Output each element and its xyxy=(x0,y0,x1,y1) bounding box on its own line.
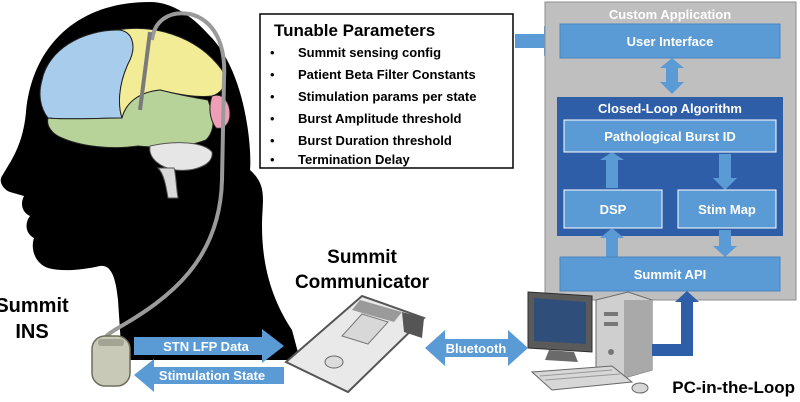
param-bullet: • xyxy=(270,111,275,126)
dsp-label: DSP xyxy=(600,202,627,217)
param-item: Burst Amplitude threshold xyxy=(298,111,462,126)
stn-lfp-data-label: STN LFP Data xyxy=(163,339,249,354)
stim-map-to-api-arrow xyxy=(713,230,737,257)
temporal-lobe xyxy=(47,89,214,149)
burst-id-label: Pathological Burst ID xyxy=(604,129,735,144)
param-bullet: • xyxy=(270,89,275,104)
pc-computer-icon xyxy=(527,291,653,394)
burst-to-stim-map-arrow xyxy=(713,154,737,190)
api-to-dsp-arrow xyxy=(600,228,624,257)
summit-ins-header xyxy=(98,339,124,346)
summit-api-label: Summit API xyxy=(634,267,706,282)
summit-api-box xyxy=(559,256,781,292)
tunable-parameters-box: Tunable Parameters • Summit sensing conf… xyxy=(259,13,514,169)
param-item: Patient Beta Filter Constants xyxy=(298,67,476,82)
param-bullet: • xyxy=(270,45,275,60)
head-illustration xyxy=(0,2,301,387)
stim-map-box xyxy=(677,189,777,229)
tunable-parameters-list: • Summit sensing config • Patient Beta F… xyxy=(270,45,476,167)
tunable-parameters-title: Tunable Parameters xyxy=(274,21,435,40)
communicator-label-line2: Communicator xyxy=(295,272,430,293)
user-interface-box xyxy=(559,23,781,59)
communicator-label-line1: Summit xyxy=(327,247,397,268)
param-item: Stimulation params per state xyxy=(298,89,476,104)
communicator-device xyxy=(284,294,426,394)
bluetooth-double-arrow xyxy=(425,330,528,366)
dbs-electrode xyxy=(138,31,152,111)
stimulation-state-arrow xyxy=(134,359,284,392)
stimulation-state-label: Stimulation State xyxy=(159,368,265,383)
summit-ins-device xyxy=(91,335,131,387)
dbs-lead-wire xyxy=(98,11,227,351)
param-bullet: • xyxy=(270,152,275,167)
pc-in-the-loop-label: PC-in-the-Loop xyxy=(672,378,795,397)
param-item: Summit sensing config xyxy=(298,45,441,60)
bluetooth-label: Bluetooth xyxy=(446,341,507,356)
user-interface-label: User Interface xyxy=(627,34,714,49)
custom-application-title: Custom Application xyxy=(609,7,731,22)
pc-to-api-arrow xyxy=(652,291,699,356)
summit-ins-label-line2: INS xyxy=(15,321,48,343)
param-bullet: • xyxy=(270,133,275,148)
closed-loop-algorithm-title: Closed-Loop Algorithm xyxy=(598,101,742,116)
ui-algorithm-double-arrow xyxy=(660,58,684,94)
param-bullet: • xyxy=(270,67,275,82)
param-item: Termination Delay xyxy=(298,152,411,167)
cerebellum xyxy=(149,142,213,171)
dsp-to-burst-arrow xyxy=(600,152,624,188)
burst-id-box xyxy=(563,119,777,153)
stim-map-label: Stim Map xyxy=(698,202,756,217)
param-item: Burst Duration threshold xyxy=(298,133,452,148)
brainstem xyxy=(156,167,179,199)
dsp-box xyxy=(563,189,663,229)
stn-lfp-data-arrow xyxy=(134,329,284,363)
summit-ins-label-line1: Summit xyxy=(0,295,69,317)
